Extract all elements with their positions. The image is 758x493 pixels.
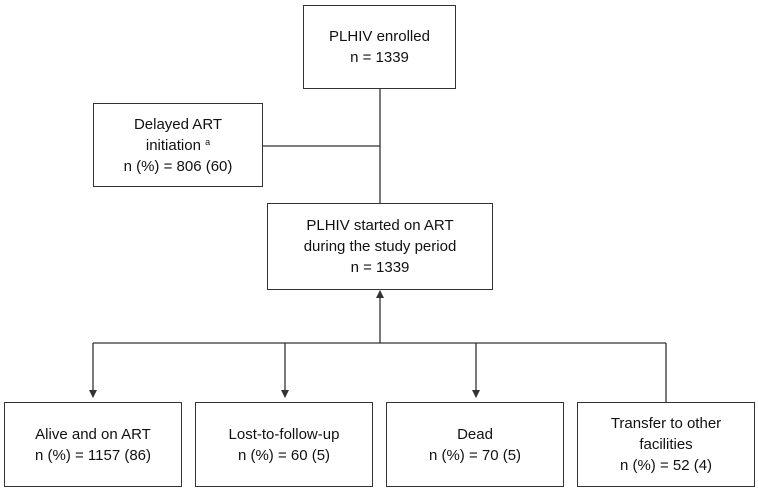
delayed-count: n (%) = 806 (60) [123,157,233,175]
footnote-marker: a [205,136,211,147]
delayed-title-line2: initiation a [145,136,211,154]
outcome-box-dead: Dead n (%) = 70 (5) [386,402,564,487]
outcome-label: Alive and on ART [35,425,151,443]
delayed-art-box: Delayed ART initiation a n (%) = 806 (60… [93,103,263,187]
outcome-label-line2: facilities [639,436,693,453]
outcome-count: n (%) = 1157 (86) [34,446,152,464]
enrolled-box: PLHIV enrolled n = 1339 [303,5,456,89]
enrolled-title: PLHIV enrolled [329,28,430,45]
enrolled-count: n = 1339 [350,49,409,66]
outcome-box-transfer: Transfer to other facilities n (%) = 52 … [577,402,755,487]
outcome-box-alive: Alive and on ART n (%) = 1157 (86) [4,402,182,487]
started-on-art-box: PLHIV started on ART during the study pe… [267,203,493,290]
outcome-count: n (%) = 60 (5) [237,446,331,464]
outcome-box-lost-to-follow-up: Lost-to-follow-up n (%) = 60 (5) [195,402,373,487]
outcome-label: Dead [457,425,493,443]
started-title-line2: during the study period [303,238,457,255]
outcome-count: n (%) = 70 (5) [428,446,522,464]
outcome-label: Lost-to-follow-up [228,425,340,443]
outcome-count: n (%) = 52 (4) [619,457,713,474]
outcome-label-line1: Transfer to other [610,415,722,432]
delayed-title-line1: Delayed ART [133,115,223,133]
started-title-line1: PLHIV started on ART [306,217,454,234]
started-count: n = 1339 [350,259,410,276]
